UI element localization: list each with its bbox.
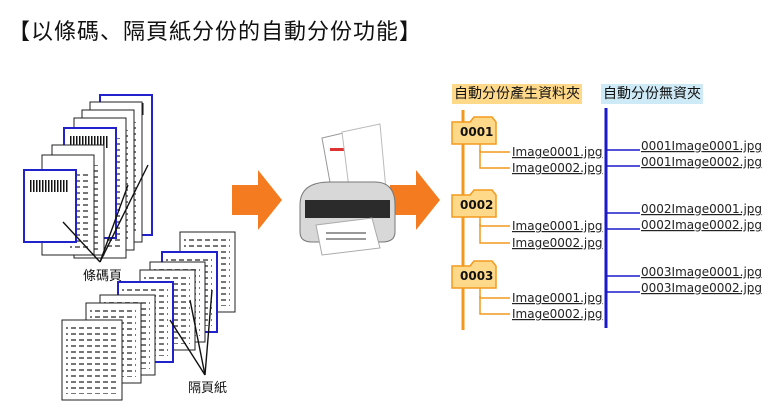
folder-label: 0001	[460, 125, 493, 139]
arrow-right-icon	[232, 170, 282, 230]
file-name: Image0001.jpg	[512, 145, 603, 159]
file-name: Image0002.jpg	[512, 161, 603, 175]
folder-label: 0002	[460, 198, 493, 212]
no-folder-tree: 0001Image0001.jpg 0001Image0002.jpg 0002…	[604, 108, 762, 328]
folder-label: 0003	[460, 269, 493, 283]
file-name: 0002Image0001.jpg	[641, 202, 762, 216]
folder-icon	[451, 260, 497, 289]
file-name: 0003Image0002.jpg	[641, 281, 762, 295]
file-name: 0001Image0002.jpg	[641, 155, 762, 169]
barcode-document-stack	[23, 94, 153, 263]
file-name: Image0002.jpg	[512, 307, 603, 321]
file-name: 0002Image0002.jpg	[641, 218, 762, 232]
folder-icon	[451, 189, 497, 218]
auto-folder-header: 自動分份產生資料夾	[452, 84, 582, 104]
file-name: 0003Image0001.jpg	[641, 265, 762, 279]
arrow-right-icon	[390, 170, 440, 230]
no-folder-header: 自動分份無資夾	[601, 84, 703, 104]
page-title: 【以條碼、隔頁紙分份的自動分份功能】	[8, 20, 423, 45]
separator-sheet-label: 隔頁紙	[188, 381, 227, 396]
barcode-page-label: 條碼頁	[83, 269, 122, 284]
file-name: Image0002.jpg	[512, 236, 603, 250]
separator-document-stack	[61, 231, 236, 401]
scanner-icon	[299, 123, 396, 256]
auto-folder-tree: 0001 Image0001.jpg Image0002.jpg 0002 Im…	[451, 110, 603, 330]
folder-icon	[451, 116, 497, 145]
file-name: 0001Image0001.jpg	[641, 139, 762, 153]
file-name: Image0001.jpg	[512, 291, 603, 305]
file-name: Image0001.jpg	[512, 219, 603, 233]
